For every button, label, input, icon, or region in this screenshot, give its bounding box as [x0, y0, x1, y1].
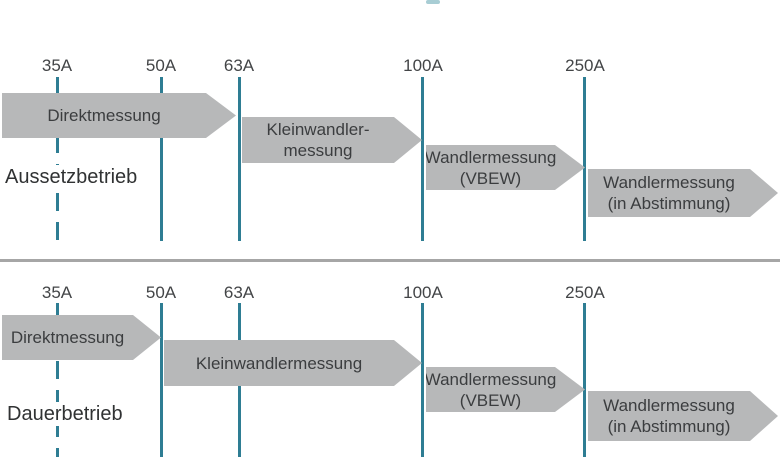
threshold-line-100a-bottom	[421, 303, 424, 457]
arrow-label: Direktmessung	[10, 328, 125, 347]
arrow-label-line1: Wandlermessung	[603, 173, 735, 192]
arrow-label-line2: messung	[283, 141, 353, 160]
band-label-dauerbetrieb: Dauerbetrieb	[7, 402, 123, 426]
arrow-wandlermessung-abstimmung-top: Wandlermessung (in Abstimmung)	[588, 169, 778, 217]
threshold-line-100a-top	[421, 77, 424, 241]
threshold-line-50a-top	[160, 77, 163, 241]
arrow-label-line2: (VBEW)	[459, 390, 522, 410]
threshold-line-35a-bottom	[56, 303, 59, 457]
arrow-label-line1: Wandlermessung	[603, 396, 735, 415]
tick-label-250a-bottom: 250A	[565, 283, 605, 302]
arrow-label-line2: (in Abstimmung)	[607, 417, 731, 436]
tick-label-100a-top: 100A	[403, 56, 443, 75]
threshold-line-35a-top	[56, 77, 59, 241]
tick-label-63a-top: 63A	[223, 56, 255, 75]
threshold-line-250a-bottom	[583, 303, 586, 457]
arrow-label-line1: Wandlermessung	[424, 369, 557, 389]
threshold-line-50a-bottom	[160, 303, 163, 457]
arrow-kleinwandlermessung-top: Kleinwandler- messung	[242, 117, 422, 163]
tick-label-50a-top: 50A	[145, 56, 177, 75]
arrow-kleinwandlermessung-bottom: Kleinwandlermessung	[164, 340, 422, 386]
tick-label-63a-bottom: 63A	[223, 283, 255, 302]
tick-label-35a-top: 35A	[41, 56, 73, 75]
tick-label-100a-bottom: 100A	[403, 283, 443, 302]
arrow-wandlermessung-vbew-bottom: Wandlermessung (VBEW)	[426, 367, 585, 412]
arrow-label: Kleinwandlermessung	[195, 353, 363, 373]
arrow-label-line2: (VBEW)	[459, 168, 522, 188]
cropped-text-fragment	[426, 0, 440, 4]
arrow-label-line2: (in Abstimmung)	[607, 194, 731, 213]
tick-label-35a-bottom: 35A	[41, 283, 73, 302]
arrow-label: Direktmessung	[47, 106, 161, 125]
tick-label-250a-top: 250A	[565, 56, 605, 75]
arrow-wandlermessung-vbew-top: Wandlermessung (VBEW)	[426, 145, 585, 190]
arrow-wandlermessung-abstimmung-bottom: Wandlermessung (in Abstimmung)	[588, 391, 778, 441]
arrow-label-line1: Kleinwandler-	[266, 120, 370, 139]
arrow-direktmessung-bottom: Direktmessung	[2, 315, 161, 360]
threshold-line-63a-top	[238, 77, 241, 241]
threshold-line-250a-top	[583, 77, 586, 241]
arrow-label-line1: Wandlermessung	[424, 147, 557, 167]
band-label-aussetzbetrieb: Aussetzbetrieb	[5, 165, 138, 189]
band-divider	[0, 259, 780, 262]
arrow-direktmessung-top: Direktmessung	[2, 93, 236, 138]
tick-label-50a-bottom: 50A	[145, 283, 177, 302]
